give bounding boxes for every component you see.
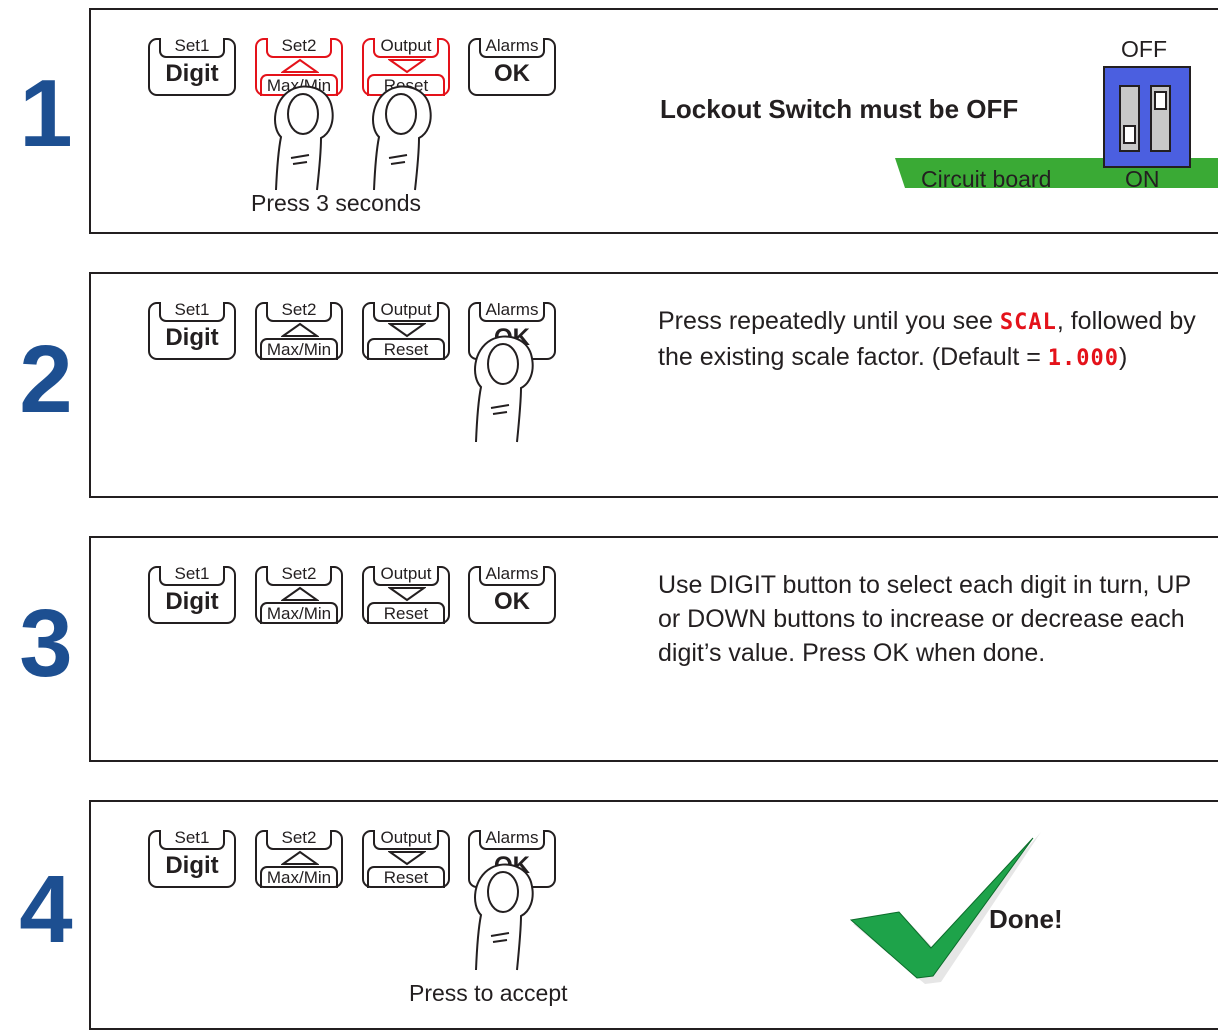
digit-button[interactable]: Set1 Digit	[148, 565, 236, 624]
ok-label: OK	[494, 60, 530, 87]
alarms-label: Alarms	[479, 829, 545, 850]
down-button[interactable]: Output Reset	[362, 829, 450, 888]
finger-icon	[372, 85, 432, 191]
ok-label: OK	[494, 588, 530, 615]
max-min-label: Max/Min	[260, 602, 338, 624]
up-arrow-icon	[281, 850, 319, 865]
down-arrow-icon	[388, 587, 426, 602]
ok-button[interactable]: Alarms OK	[468, 829, 556, 888]
scal-display-readout: SCAL	[999, 310, 1057, 335]
digit-label: Digit	[165, 60, 219, 87]
lockout-switch-icon[interactable]	[1103, 66, 1191, 168]
set2-label: Set2	[266, 565, 332, 586]
output-label: Output	[373, 565, 439, 586]
step-1-panel: Set1 Digit Set2 Max/Min Output Reset Ala…	[89, 8, 1218, 234]
lockout-instruction: Lockout Switch must be OFF	[660, 94, 1019, 124]
digit-button[interactable]: Set1 Digit	[148, 301, 236, 360]
step-2-instruction: Press repeatedly until you see SCAL, fol…	[658, 304, 1218, 376]
set2-label: Set2	[266, 37, 332, 58]
alarms-label: Alarms	[479, 301, 545, 322]
finger-icon	[274, 85, 334, 191]
down-arrow-icon	[388, 59, 426, 74]
down-button[interactable]: Output Reset	[362, 565, 450, 624]
press-3-seconds-caption: Press 3 seconds	[251, 190, 422, 216]
digit-label: Digit	[165, 852, 219, 879]
default-display-readout: 1.000	[1047, 346, 1120, 371]
set1-label: Set1	[159, 565, 225, 586]
checkmark-icon	[849, 832, 1041, 984]
step-3-instruction: Use DIGIT button to select each digit in…	[658, 571, 1191, 667]
step-4-panel: Set1 Digit Set2 Max/Min Output Reset Ala…	[89, 800, 1218, 1030]
set2-label: Set2	[266, 829, 332, 850]
done-label: Done!	[989, 904, 1063, 934]
step-number-1: 1	[19, 60, 73, 167]
reset-label: Reset	[367, 866, 445, 888]
step-2-text-part1: Press repeatedly until you see	[658, 307, 1000, 335]
output-label: Output	[373, 37, 439, 58]
reset-label: Reset	[367, 602, 445, 624]
step-2-text-part2: , followed by the existing scale factor.…	[658, 307, 1196, 371]
up-button[interactable]: Set2 Max/Min	[255, 829, 343, 888]
step-2-text-part3: )	[1119, 343, 1128, 371]
switch-off-label: OFF	[1121, 36, 1167, 62]
max-min-label: Max/Min	[260, 338, 338, 360]
output-label: Output	[373, 829, 439, 850]
down-button[interactable]: Output Reset	[362, 301, 450, 360]
switch-on-label: ON	[1125, 166, 1160, 192]
ok-button[interactable]: Alarms OK	[468, 565, 556, 624]
down-arrow-icon	[388, 323, 426, 338]
up-arrow-icon	[281, 322, 319, 337]
step-2-panel: Set1 Digit Set2 Max/Min Output Reset Ala…	[89, 272, 1218, 498]
reset-label: Reset	[367, 338, 445, 360]
digit-label: Digit	[165, 324, 219, 351]
step-3-panel: Set1 Digit Set2 Max/Min Output Reset Ala…	[89, 536, 1218, 762]
step-number-3: 3	[19, 590, 73, 697]
step-number-2: 2	[19, 326, 73, 433]
max-min-label: Max/Min	[260, 866, 338, 888]
set1-label: Set1	[159, 37, 225, 58]
finger-icon	[474, 335, 534, 443]
up-arrow-icon	[281, 58, 319, 73]
press-to-accept-caption: Press to accept	[409, 980, 568, 1006]
up-button[interactable]: Set2 Max/Min	[255, 565, 343, 624]
alarms-label: Alarms	[479, 37, 545, 58]
step-number-4: 4	[19, 856, 73, 963]
up-arrow-icon	[281, 586, 319, 601]
set1-label: Set1	[159, 301, 225, 322]
alarms-label: Alarms	[479, 565, 545, 586]
ok-button[interactable]: Alarms OK	[468, 37, 556, 96]
up-button[interactable]: Set2 Max/Min	[255, 37, 343, 96]
set1-label: Set1	[159, 829, 225, 850]
up-button[interactable]: Set2 Max/Min	[255, 301, 343, 360]
digit-button[interactable]: Set1 Digit	[148, 829, 236, 888]
set2-label: Set2	[266, 301, 332, 322]
digit-button[interactable]: Set1 Digit	[148, 37, 236, 96]
circuit-board-label: Circuit board	[921, 166, 1052, 192]
down-arrow-icon	[388, 851, 426, 866]
finger-icon	[474, 863, 534, 971]
output-label: Output	[373, 301, 439, 322]
digit-label: Digit	[165, 588, 219, 615]
